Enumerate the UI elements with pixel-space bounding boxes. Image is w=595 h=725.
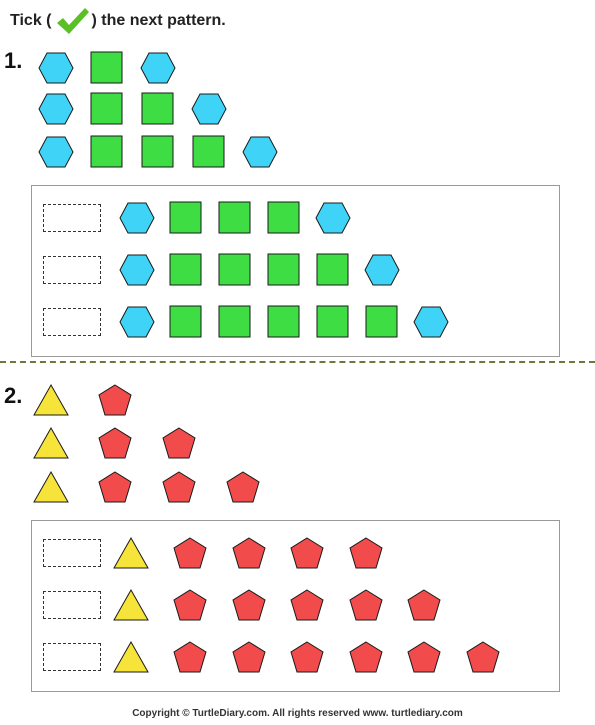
triangle-shape: [113, 640, 149, 673]
hexagon-shape: [242, 136, 278, 168]
answer-box-q1-option-1[interactable]: [43, 204, 101, 232]
hexagon-shape: [38, 93, 74, 125]
hexagon-shape: [140, 52, 176, 84]
square-shape: [218, 305, 251, 338]
square-shape: [218, 201, 251, 234]
hexagon-shape: [413, 306, 449, 338]
pentagon-shape: [231, 641, 266, 673]
square-shape: [169, 253, 202, 286]
answer-box-q2-option-2[interactable]: [43, 591, 101, 619]
square-shape: [90, 135, 123, 168]
square-shape: [267, 305, 300, 338]
hexagon-shape: [119, 254, 155, 286]
pentagon-shape: [290, 537, 324, 569]
triangle-shape: [33, 470, 69, 503]
hexagon-shape: [315, 202, 351, 234]
square-shape: [90, 92, 123, 125]
square-shape: [141, 135, 174, 168]
pentagon-shape: [173, 537, 207, 569]
triangle-shape: [33, 426, 69, 459]
square-shape: [169, 305, 202, 338]
pentagon-shape: [290, 589, 324, 621]
triangle-shape: [113, 536, 149, 569]
pentagon-shape: [465, 641, 500, 673]
pentagon-shape: [407, 589, 441, 621]
square-shape: [316, 253, 349, 286]
square-shape: [192, 135, 225, 168]
square-shape: [218, 253, 251, 286]
square-shape: [267, 253, 300, 286]
pentagon-shape: [348, 589, 383, 621]
pentagon-shape: [162, 427, 196, 459]
answer-box-q2-option-1[interactable]: [43, 539, 101, 567]
pentagon-shape: [173, 641, 207, 673]
square-shape: [365, 305, 398, 338]
checkmark-icon: [56, 8, 89, 34]
triangle-shape: [113, 588, 149, 621]
answer-box-q1-option-2[interactable]: [43, 256, 101, 284]
pentagon-shape: [231, 537, 266, 569]
pentagon-shape: [348, 537, 383, 569]
instruction-text-start: Tick (: [10, 12, 52, 29]
question-1-number: 1.: [4, 48, 23, 73]
pentagon-shape: [231, 589, 266, 621]
pentagon-shape: [407, 641, 441, 673]
square-shape: [316, 305, 349, 338]
hexagon-shape: [119, 306, 155, 338]
pentagon-shape: [348, 641, 383, 673]
answer-box-q2-option-3[interactable]: [43, 643, 101, 671]
pentagon-shape: [98, 471, 132, 503]
footer-copyright: Copyright © TurtleDiary.com. All rights …: [132, 708, 463, 719]
hexagon-shape: [38, 52, 74, 84]
hexagon-shape: [38, 136, 74, 168]
instruction-text-end: ) the next pattern.: [91, 12, 226, 29]
square-shape: [141, 92, 174, 125]
pentagon-shape: [98, 427, 132, 459]
pentagon-shape: [290, 641, 324, 673]
instruction-heading: Tick ( ) the next pattern.: [10, 6, 226, 36]
pentagon-shape: [173, 589, 207, 621]
pentagon-shape: [162, 471, 196, 503]
triangle-shape: [33, 383, 69, 416]
section-divider: [0, 361, 595, 363]
question-2-number: 2.: [4, 383, 23, 408]
square-shape: [90, 51, 123, 84]
pentagon-shape: [98, 384, 132, 416]
hexagon-shape: [119, 202, 155, 234]
hexagon-shape: [191, 93, 227, 125]
hexagon-shape: [364, 254, 400, 286]
square-shape: [267, 201, 300, 234]
square-shape: [169, 201, 202, 234]
pentagon-shape: [226, 471, 260, 503]
answer-box-q1-option-3[interactable]: [43, 308, 101, 336]
